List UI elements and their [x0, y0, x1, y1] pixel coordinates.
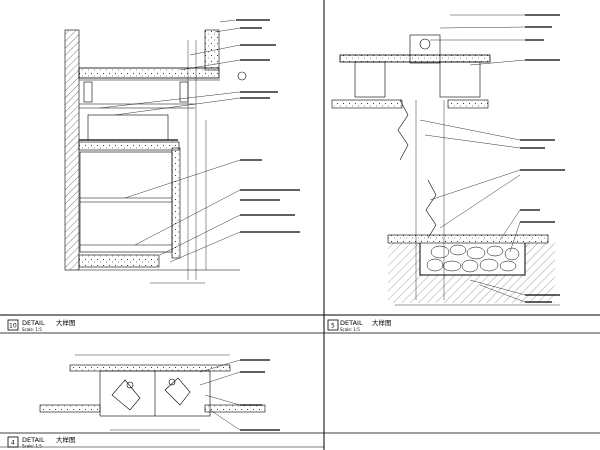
detail-number: 4: [11, 440, 15, 447]
detail-number: 5: [331, 323, 335, 330]
title-block-detail-10: 10 DETAIL 大样图 Scale: 1:5: [7, 318, 76, 332]
detail-scale: Scale: 1:5: [22, 444, 42, 449]
detail-name: 大样图: [56, 435, 76, 444]
detail-number: 10: [9, 323, 17, 330]
detail-name: 大样图: [372, 318, 392, 327]
detail-title: DETAIL: [340, 319, 363, 327]
title-block-detail-4: 4 DETAIL 大样图 Scale: 1:5: [7, 435, 76, 449]
detail-scale: Scale: 1:5: [340, 327, 360, 332]
detail-title: DETAIL: [22, 436, 45, 444]
detail-scale: Scale: 1:5: [22, 327, 42, 332]
detail-10-drawing: [64, 19, 300, 284]
detail-5-drawing: [331, 14, 565, 306]
title-block-detail-5: 5 DETAIL 大样图 Scale: 1:5: [327, 318, 392, 332]
detail-title: DETAIL: [22, 319, 45, 327]
detail-4-drawing: [39, 354, 280, 431]
detail-name: 大样图: [56, 318, 76, 327]
